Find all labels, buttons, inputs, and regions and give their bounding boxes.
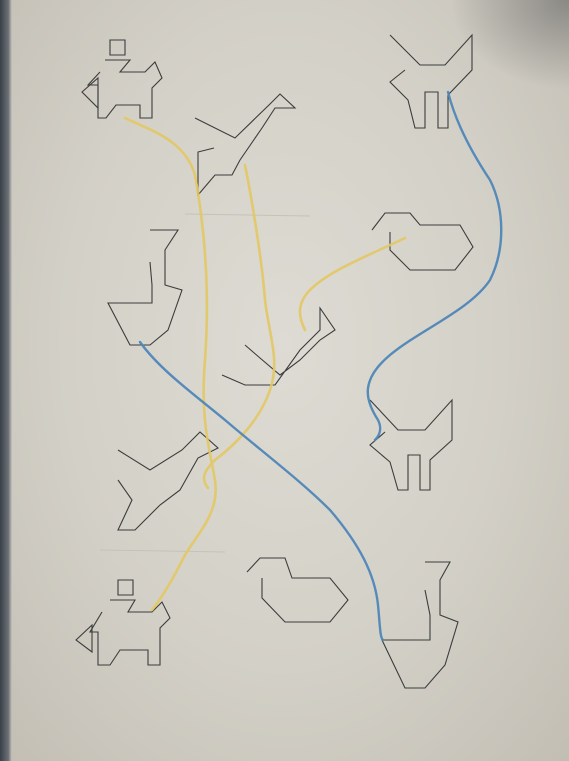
- tangram-figure-boot-bottom-right: [382, 562, 458, 688]
- tangram-figure-person-top-left: [82, 40, 162, 118]
- blue-line-1: [368, 92, 501, 440]
- tangram-figure-cat-right-lower: [370, 400, 452, 490]
- tangram-figure-bird-top-center: [195, 94, 295, 195]
- tangram-figure-cat-top-right: [390, 35, 472, 128]
- tangram-figure-duck-right-middle: [372, 213, 473, 270]
- tangram-figure-bird-left-lower: [118, 432, 218, 530]
- yellow-pencil-lines: [125, 118, 405, 610]
- yellow-line-3: [300, 238, 405, 330]
- yellow-line-2: [204, 165, 274, 488]
- tangram-figure-boot-left: [108, 230, 182, 345]
- fold-line-bottom: [100, 550, 225, 552]
- yellow-line-1: [125, 118, 216, 610]
- tangram-figure-duck-bottom-center: [247, 558, 348, 622]
- fold-line-top: [185, 214, 310, 216]
- tangram-figure-person-bottom-left: [76, 580, 170, 665]
- tangram-figure-swan-center: [222, 308, 335, 385]
